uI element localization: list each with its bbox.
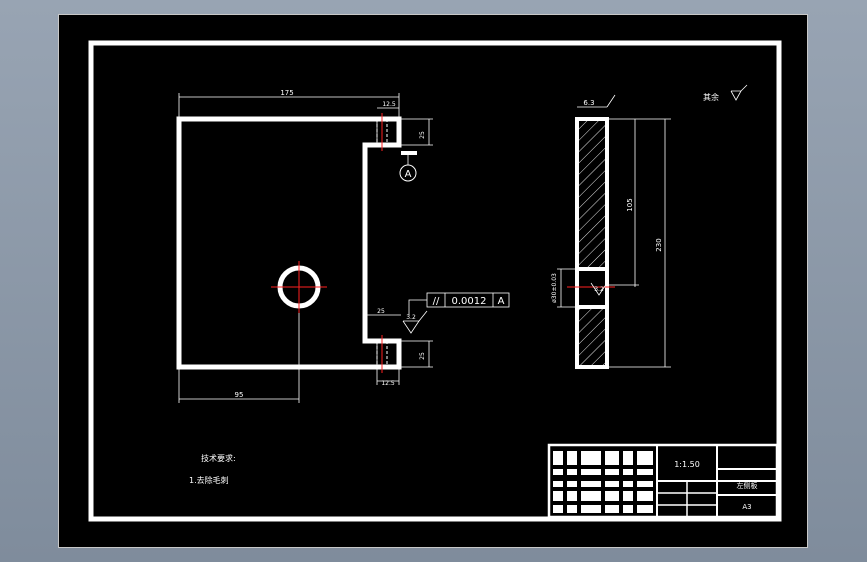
dim-top-width: 175 xyxy=(280,89,293,97)
title-block-sheet: A3 xyxy=(742,503,751,511)
dim-hole-diameter: ø30±0.03 xyxy=(551,273,558,303)
title-block: 1:1.50 左侧板 A3 xyxy=(547,443,779,519)
drawing-canvas: 175 12.5 25 A // 0.0012 A 25 3.2 xyxy=(58,14,808,548)
roughness-slot-symbol xyxy=(402,320,420,334)
tech-requirements: 技术要求: 1.去除毛刺 xyxy=(189,453,236,485)
title-block-part-code: 1:1.50 xyxy=(674,460,700,469)
side-upper-section xyxy=(575,117,609,271)
drawing-border xyxy=(88,40,782,522)
dim-side-inner-height: 105 xyxy=(626,198,634,211)
side-lower-section xyxy=(575,305,609,369)
tolerance-value: 0.0012 xyxy=(452,296,487,307)
surface-note: 其余 xyxy=(703,84,748,102)
tolerance-datum: A xyxy=(498,296,505,307)
tolerance-symbol: // xyxy=(433,296,440,307)
dim-slot-width-top: 12.5 xyxy=(382,101,396,108)
surface-note-symbol xyxy=(730,90,742,101)
title-block-part-name: 左侧板 xyxy=(737,481,758,490)
front-view-outline xyxy=(176,116,402,370)
roughness-slot: 3.2 xyxy=(406,314,416,321)
datum-label: A xyxy=(405,169,412,180)
side-view: 6.3 105 230 ø30±0.03 3.2 xyxy=(551,94,671,369)
dim-side-thickness: 6.3 xyxy=(583,99,594,107)
tech-requirements-title: 技术要求: xyxy=(201,453,236,463)
top-slot xyxy=(376,118,400,146)
cad-drawing: 175 12.5 25 A // 0.0012 A 25 3.2 xyxy=(88,40,782,522)
dim-side-height: 230 xyxy=(655,238,663,251)
datum-base xyxy=(401,151,417,155)
roughness-hole-symbol xyxy=(590,282,608,296)
bottom-slot xyxy=(376,340,400,368)
dim-slot-depth-top: 25 xyxy=(419,131,426,139)
front-view: 175 12.5 25 A // 0.0012 A 25 3.2 xyxy=(176,89,510,403)
roughness-hole: 3.2 xyxy=(594,286,604,293)
title-block-grid xyxy=(553,451,653,513)
tolerance-frame: // 0.0012 A xyxy=(408,292,510,315)
dim-bottom-slot-width: 12.5 xyxy=(381,380,395,387)
tech-requirements-item1: 1.去除毛刺 xyxy=(189,475,229,485)
dim-slot-width-bottom: 25 xyxy=(377,308,385,315)
datum-circle xyxy=(399,164,417,182)
surface-note-text: 其余 xyxy=(703,92,719,102)
dim-slot-depth-bottom: 25 xyxy=(419,352,426,360)
dim-hole-offset: 95 xyxy=(235,391,244,399)
